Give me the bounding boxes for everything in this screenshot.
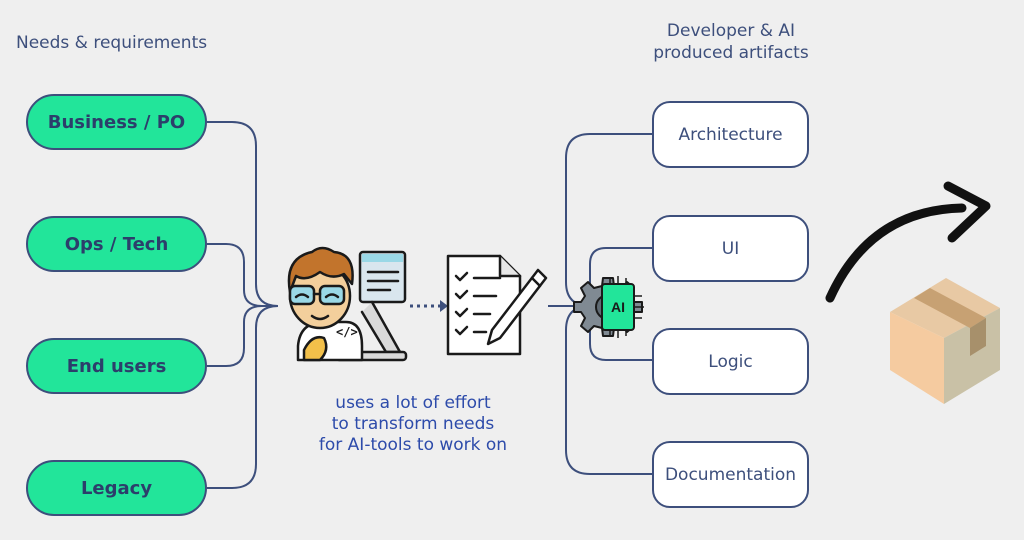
- need-ops-tech: Ops / Tech: [26, 216, 207, 272]
- connector-ui: [589, 247, 652, 306]
- dotted-arrow-head: [440, 300, 448, 312]
- caption-line2: to transform needs: [331, 414, 495, 434]
- artifact-documentation: Documentation: [652, 441, 809, 508]
- effort-caption: uses a lot of effort to transform needs …: [300, 393, 526, 456]
- connector-logic: [589, 306, 652, 361]
- caption-line3: for AI-tools to work on: [318, 435, 508, 455]
- artifact-ui: UI: [652, 215, 809, 282]
- connector-architecture: [565, 133, 652, 307]
- artifacts-heading: Developer & AI produced artifacts: [620, 20, 842, 64]
- connector-legacy: [207, 305, 279, 489]
- caption-line1: uses a lot of effort: [335, 393, 491, 413]
- connector-business: [207, 121, 279, 307]
- artifact-architecture: Architecture: [652, 101, 809, 168]
- artifact-logic: Logic: [652, 328, 809, 395]
- needs-heading: Needs & requirements: [16, 33, 208, 53]
- connector-endusers: [207, 305, 263, 367]
- artifacts-heading-line1: Developer & AI: [666, 21, 796, 41]
- need-legacy: Legacy: [26, 460, 207, 516]
- connector-documentation: [565, 305, 652, 475]
- need-end-users: End users: [26, 338, 207, 394]
- need-business-po: Business / PO: [26, 94, 207, 150]
- connector-ops: [207, 243, 278, 307]
- artifacts-heading-line2: produced artifacts: [653, 43, 809, 63]
